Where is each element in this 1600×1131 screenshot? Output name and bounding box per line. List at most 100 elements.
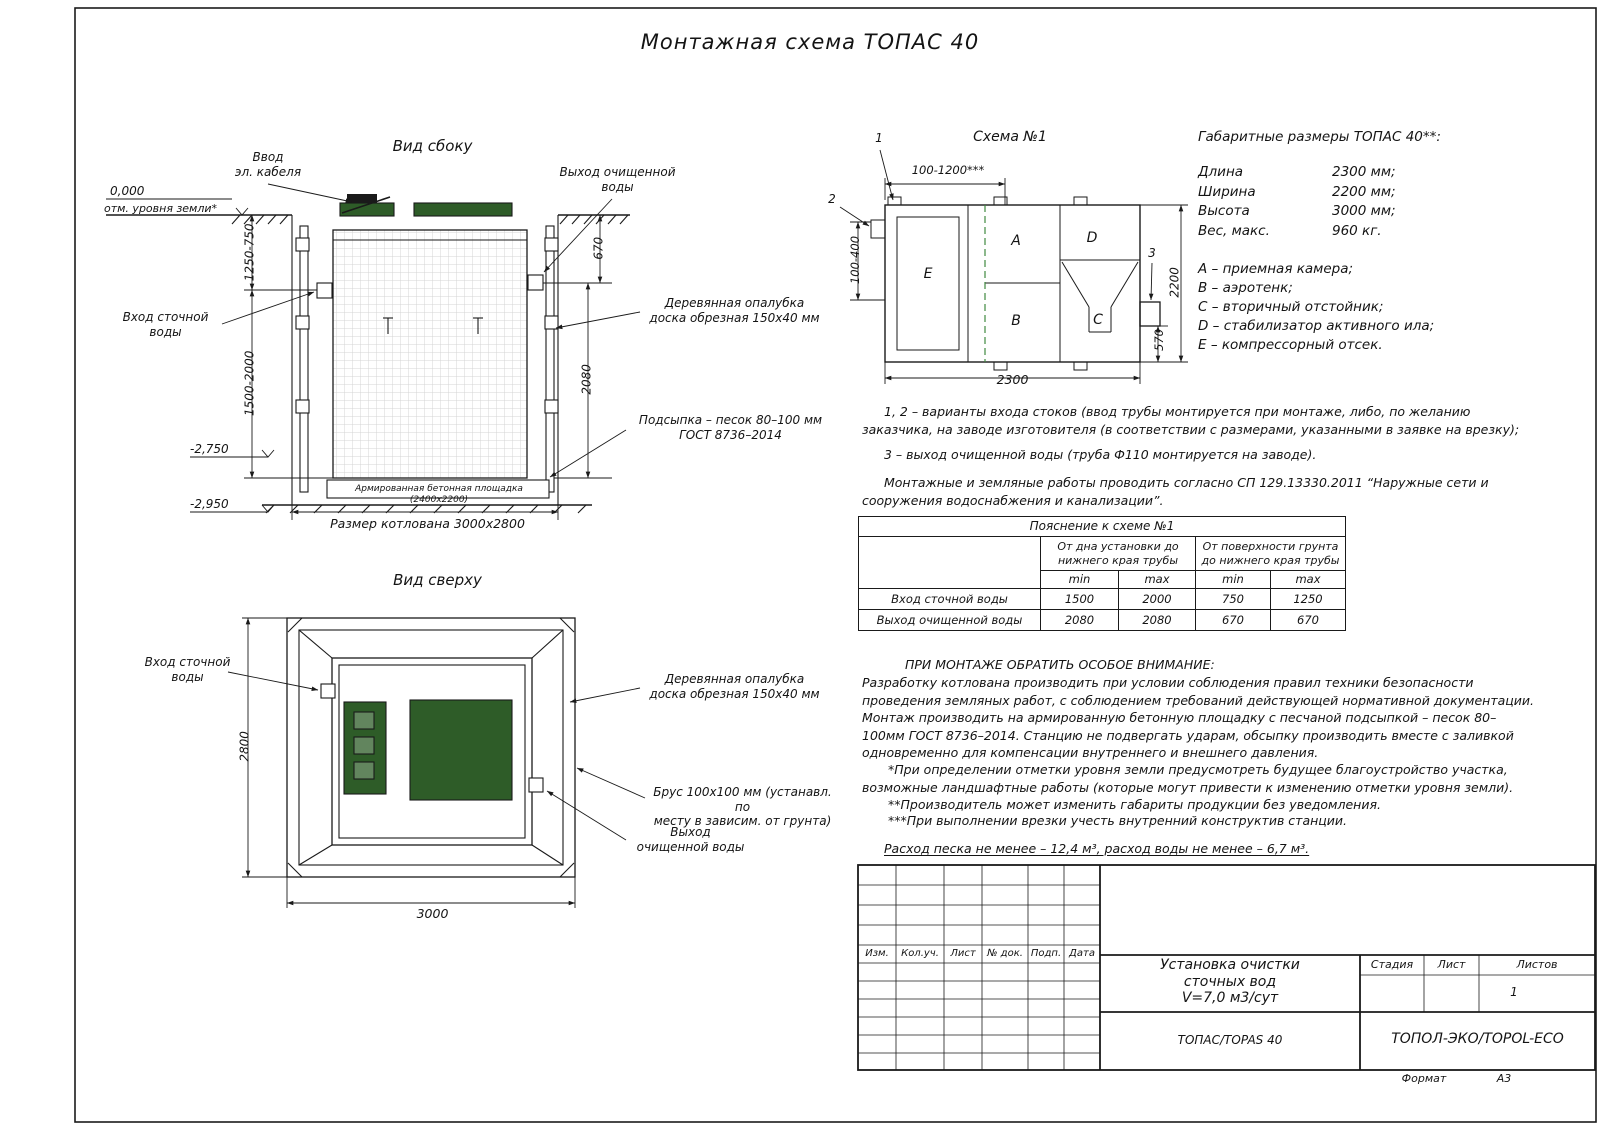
format-value: А3 bbox=[1496, 1072, 1512, 1085]
dim-3000: 3000 bbox=[416, 906, 449, 921]
overall-height-value: 3000 мм; bbox=[1332, 203, 1396, 219]
chamber-e-label: E bbox=[923, 266, 933, 282]
dim-100-1200: 100-1200*** bbox=[911, 163, 985, 177]
schema-marker-1: 1 bbox=[875, 131, 883, 145]
outlet-pipe-stub bbox=[527, 274, 544, 291]
top-view-heading: Вид сверху bbox=[393, 571, 482, 589]
outlet-label-top: Выход очищенной воды bbox=[636, 825, 745, 854]
clean-water-out-label: Выход очищенной воды bbox=[559, 165, 676, 194]
chamber-a-label: A bbox=[1011, 233, 1021, 249]
table-cell: 670 bbox=[1195, 609, 1271, 631]
side-view-heading: Вид сбоку bbox=[392, 137, 473, 155]
inlet-pipe-stub-top bbox=[320, 683, 336, 699]
table-row-label: Выход очищенной воды bbox=[858, 609, 1041, 631]
attention-heading: ПРИ МОНТАЖЕ ОБРАТИТЬ ОСОБОЕ ВНИМАНИЕ: bbox=[905, 657, 1215, 672]
stamp-col-data: Дата bbox=[1069, 948, 1095, 959]
dim-100-400: 100-400 bbox=[847, 235, 862, 285]
format-label: Формат bbox=[1401, 1072, 1447, 1085]
schema-marker-3: 3 bbox=[1148, 246, 1156, 260]
elevation-2750-label: -2,750 bbox=[190, 442, 229, 456]
dim-570: 570 bbox=[1151, 329, 1166, 351]
inlet-label-top: Вход сточной воды bbox=[144, 655, 231, 684]
stamp-col-podp: Подп. bbox=[1030, 948, 1062, 959]
table-min-header: min bbox=[1195, 570, 1271, 589]
table-title: Пояснение к схеме №1 bbox=[858, 516, 1346, 537]
schema-marker-2: 2 bbox=[828, 192, 836, 206]
footnote-ground-level: *При определении отметки уровня земли пр… bbox=[862, 762, 1514, 795]
stamp-doc-title: Установка очистки сточных вод V=7,0 м3/с… bbox=[1160, 957, 1300, 1007]
legend-item: D – стабилизатор активного ила; bbox=[1198, 318, 1435, 334]
legend-item: В – аэротенк; bbox=[1198, 280, 1293, 296]
explanation-table: Пояснение к схеме №1 От дна установки до… bbox=[858, 516, 1346, 631]
beam-label: Брус 100х100 мм (устанавл. по месту в за… bbox=[653, 785, 832, 829]
table-row-label: Вход сточной воды bbox=[858, 588, 1041, 610]
table-group1-header: От дна установки до нижнего края трубы bbox=[1040, 536, 1196, 571]
side-view-leaders bbox=[221, 183, 641, 478]
side-view-graphics bbox=[106, 194, 630, 514]
table-cell: 1500 bbox=[1040, 588, 1119, 610]
table-group2-header: От поверхности грунта до нижнего края тр… bbox=[1195, 536, 1346, 571]
overall-height-label: Высота bbox=[1198, 203, 1250, 219]
schema-outlet-stub bbox=[1139, 301, 1161, 327]
stamp-col-izm: Изм. bbox=[865, 948, 889, 959]
attention-paragraph: Разработку котлована производить при усл… bbox=[862, 675, 1534, 760]
cable-gland bbox=[347, 194, 377, 203]
overall-length-label: Длина bbox=[1198, 164, 1244, 180]
formwork-board-right bbox=[545, 225, 555, 493]
page-title: Монтажная схема ТОПАС 40 bbox=[640, 30, 980, 54]
table-cell: 670 bbox=[1270, 609, 1346, 631]
overall-weight-value: 960 кг. bbox=[1332, 223, 1382, 239]
schema-graphics bbox=[870, 196, 1161, 371]
note-regulations: Монтажные и земляные работы проводить со… bbox=[862, 475, 1489, 508]
inlet-pipe-stub bbox=[316, 282, 333, 299]
table-max-header: max bbox=[1118, 570, 1196, 589]
concrete-pad-label: Армированная бетонная площадка (2400х220… bbox=[355, 484, 523, 505]
chamber-c-label: C bbox=[1093, 312, 1103, 328]
inlet-label-side: Вход сточной воды bbox=[122, 310, 209, 339]
table-min-header: min bbox=[1040, 570, 1119, 589]
tank-body bbox=[332, 229, 528, 479]
schema-heading: Схема №1 bbox=[973, 129, 1047, 145]
formwork-label-top: Деревянная опалубка доска обрезная 150х4… bbox=[649, 672, 820, 701]
overall-dims-heading: Габаритные размеры ТОПАС 40**: bbox=[1198, 129, 1441, 145]
concrete-pad bbox=[326, 479, 550, 499]
schema-leaders bbox=[839, 149, 1154, 301]
elevation-2950-label: -2,950 bbox=[190, 497, 229, 511]
legend-item: С – вторичный отстойник; bbox=[1198, 299, 1384, 315]
sheet-frame bbox=[74, 7, 1597, 1123]
table-cell: 2000 bbox=[1118, 588, 1196, 610]
dim-2080: 2080 bbox=[579, 364, 594, 395]
table-cell: 750 bbox=[1195, 588, 1271, 610]
bedding-label: Подсыпка – песок 80–100 мм ГОСТ 8736–201… bbox=[638, 413, 823, 442]
top-view-leaders bbox=[227, 671, 646, 841]
dim-1250-750: 1250-750 bbox=[242, 223, 257, 282]
note-inlet-variants: 1, 2 – варианты входа стоков (ввод трубы… bbox=[862, 404, 1520, 437]
dim-1500-2000: 1500-2000 bbox=[242, 350, 257, 417]
top-view-dimensions bbox=[242, 617, 576, 908]
tank-lid-top bbox=[409, 699, 513, 801]
overall-length-value: 2300 мм; bbox=[1332, 164, 1396, 180]
dim-670: 670 bbox=[591, 236, 606, 260]
table-cell: 1250 bbox=[1270, 588, 1346, 610]
note-outlet: 3 – выход очищенной воды (труба Ф110 мон… bbox=[884, 447, 1317, 462]
table-row: Вход сточной воды 1500 2000 750 1250 bbox=[858, 588, 1346, 610]
pit-size-label: Размер котлована 3000х2800 bbox=[330, 516, 525, 531]
dim-2200: 2200 bbox=[1167, 267, 1182, 298]
stamp-brand-name: ТОПОЛ-ЭКО/TOPOL-ECO bbox=[1391, 1031, 1564, 1047]
table-row: Выход очищенной воды 2080 2080 670 670 bbox=[858, 609, 1346, 631]
outlet-pipe-stub-top bbox=[528, 777, 544, 793]
legend-item: А – приемная камера; bbox=[1198, 261, 1354, 277]
schema-inlet-2-stub bbox=[870, 219, 886, 239]
stamp-col-list: Лист bbox=[950, 948, 976, 959]
stamp-sheets-label: Листов bbox=[1516, 958, 1558, 971]
ground-zero-label: 0,000 bbox=[110, 184, 145, 198]
formwork-label-side: Деревянная опалубка доска обрезная 150х4… bbox=[649, 296, 820, 325]
stamp-product-name: ТОПАС/TOPAS 40 bbox=[1177, 1033, 1283, 1047]
table-cell: 2080 bbox=[1118, 609, 1196, 631]
table-corner-cell bbox=[858, 536, 1041, 589]
ground-mark-label: отм. уровня земли* bbox=[104, 202, 218, 215]
footnote-dimensions: **Производитель может изменить габариты … bbox=[888, 797, 1381, 812]
schema-dimensions bbox=[850, 178, 1188, 384]
